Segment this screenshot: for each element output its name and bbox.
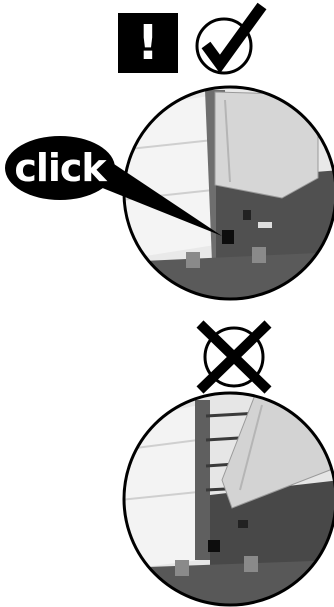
click-label: click	[6, 136, 114, 200]
check-circle-icon	[197, 6, 262, 73]
warning-badge: !	[118, 13, 178, 73]
detail-photo-wrong	[120, 390, 334, 605]
x-circle-icon	[200, 324, 268, 390]
warning-symbol: !	[137, 19, 159, 67]
